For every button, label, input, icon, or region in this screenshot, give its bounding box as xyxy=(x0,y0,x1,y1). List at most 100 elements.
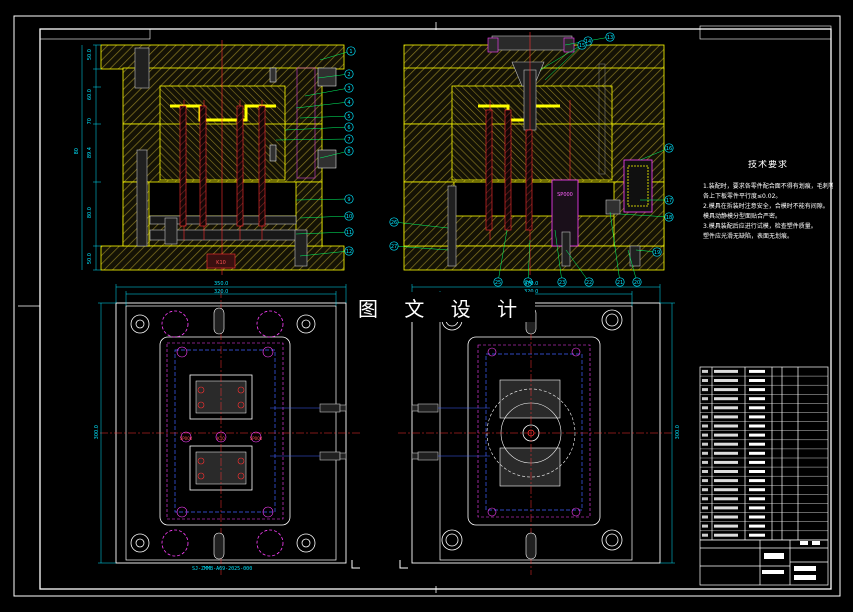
bom-cell-text xyxy=(702,388,708,392)
tech-line-2: 各上下板零件平行度≤0.02。 xyxy=(703,193,782,200)
balloon-callout xyxy=(523,277,533,287)
bom-cell-text xyxy=(702,470,708,473)
balloon-leader xyxy=(565,249,590,283)
balloon-number: 26 xyxy=(391,220,397,226)
balloon-callout xyxy=(344,97,354,107)
balloon-leader xyxy=(304,87,350,97)
balloon-leader xyxy=(319,150,350,159)
right-plan-view xyxy=(398,290,672,575)
bom-cell-text xyxy=(714,497,738,501)
bom-cell-text xyxy=(702,451,708,455)
bom-cell-text xyxy=(714,488,738,492)
balloon-callout xyxy=(344,211,354,221)
bom-cell-text xyxy=(749,533,765,537)
balloon-number: 8 xyxy=(347,149,350,155)
bom-cell-text xyxy=(714,379,738,382)
bom-cell-text xyxy=(702,397,708,401)
bom-cell-text xyxy=(749,388,765,392)
balloon-callout xyxy=(344,227,354,237)
dim-front-3: 70 xyxy=(87,118,93,125)
tech-line-6: 塑件应光滑无缺陷，表面无划痕。 xyxy=(703,233,794,240)
balloon-number: 13 xyxy=(607,35,613,41)
technical-requirements-title: 技术要求 xyxy=(747,160,788,170)
balloon-callout xyxy=(344,194,354,204)
bom-cell-text xyxy=(749,397,765,401)
tech-line-1: 1.装配时，要求各零件配合面不得有划痕，毛刺等缺陷。 xyxy=(703,183,833,190)
bom-cell-text xyxy=(702,415,708,419)
balloon-number: 17 xyxy=(666,198,672,204)
bom-cell-text xyxy=(702,369,708,373)
balloon-callout xyxy=(493,277,503,287)
bom-cell-text xyxy=(714,369,738,373)
left-section-tag: K10 xyxy=(216,260,226,266)
balloon-number: 14 xyxy=(585,39,591,45)
balloon-number: 6 xyxy=(347,125,350,131)
drawing-number: SJ-ZMMB-A69-2025-000 xyxy=(192,566,253,572)
dim-plan-left-inner: 320.0 xyxy=(214,289,229,295)
front-view-dimensions xyxy=(81,44,101,271)
balloon-callout xyxy=(344,134,354,144)
title-block-fills xyxy=(762,541,820,580)
balloon-number: 1 xyxy=(349,49,352,55)
bom-cell-text xyxy=(714,533,738,537)
left-plan-dimensions xyxy=(98,284,347,564)
bom-cell-text xyxy=(749,488,765,492)
bom-cell-text xyxy=(702,424,708,428)
bom-cell-text xyxy=(714,451,738,455)
balloon-number: 2 xyxy=(347,72,350,78)
balloon-number: 22 xyxy=(586,280,592,286)
balloon-number: 7 xyxy=(347,137,350,143)
balloon-callout xyxy=(344,122,354,132)
balloon-leader xyxy=(393,221,449,229)
balloon-callout xyxy=(584,277,594,287)
balloon-number: 23 xyxy=(559,280,565,286)
balloon-callout xyxy=(346,46,356,56)
balloon-leader xyxy=(275,138,350,141)
bom-cell-text xyxy=(702,533,708,537)
bom-cell-text xyxy=(749,406,765,410)
bom-cell-text xyxy=(714,424,738,428)
balloon-leader xyxy=(299,215,350,219)
bom-cell-text xyxy=(714,515,738,519)
balloon-leader xyxy=(527,239,531,283)
tech-line-5: 3.模具装配后应进行试模，检查塑件质量。 xyxy=(703,223,817,230)
balloon-number: 5 xyxy=(347,114,350,120)
bom-cell-text xyxy=(714,470,738,473)
bom-cell-text xyxy=(749,369,765,373)
balloon-callout xyxy=(557,277,567,287)
bom-cell-text xyxy=(714,506,738,510)
balloon-leader xyxy=(393,245,449,251)
dim-front-1: 50.0 xyxy=(87,49,93,61)
balloon-leader xyxy=(299,115,350,119)
balloon-callout xyxy=(577,40,587,50)
balloon-number: 21 xyxy=(617,280,623,286)
balloon-callout xyxy=(615,277,625,287)
technical-requirements: 技术要求 1.装配时，要求各零件配合面不得有划痕，毛刺等缺陷。 各上下板零件平行… xyxy=(703,160,833,242)
balloon-callout xyxy=(664,195,674,205)
balloon-number: 16 xyxy=(666,146,672,152)
balloon-callout xyxy=(344,111,354,121)
balloon-leader xyxy=(627,249,638,283)
balloon-number: 18 xyxy=(666,215,672,221)
balloon-callout xyxy=(389,217,399,227)
balloon-number: 25 xyxy=(495,280,501,286)
bom-cell-text xyxy=(702,406,708,410)
balloon-leader xyxy=(295,198,350,201)
balloon-leader xyxy=(317,73,350,79)
balloon-callout xyxy=(652,247,662,257)
bom-cell-text xyxy=(749,424,765,428)
bom-cell-text xyxy=(702,460,708,464)
balloon-leader xyxy=(639,147,670,161)
bom-cell-text xyxy=(714,406,738,410)
bom-cell-text xyxy=(702,506,708,510)
balloon-number: 12 xyxy=(346,249,352,255)
balloon-leader xyxy=(544,44,583,81)
bom-cell-text xyxy=(749,470,765,473)
dim-plan-left-height: 300.0 xyxy=(94,425,100,440)
bom-cell-text xyxy=(702,515,708,519)
bom-cell-text xyxy=(702,497,708,501)
left-plan-view: SP000 SP000 K10 xyxy=(100,290,360,575)
right-section-view: SP000 xyxy=(403,32,665,275)
